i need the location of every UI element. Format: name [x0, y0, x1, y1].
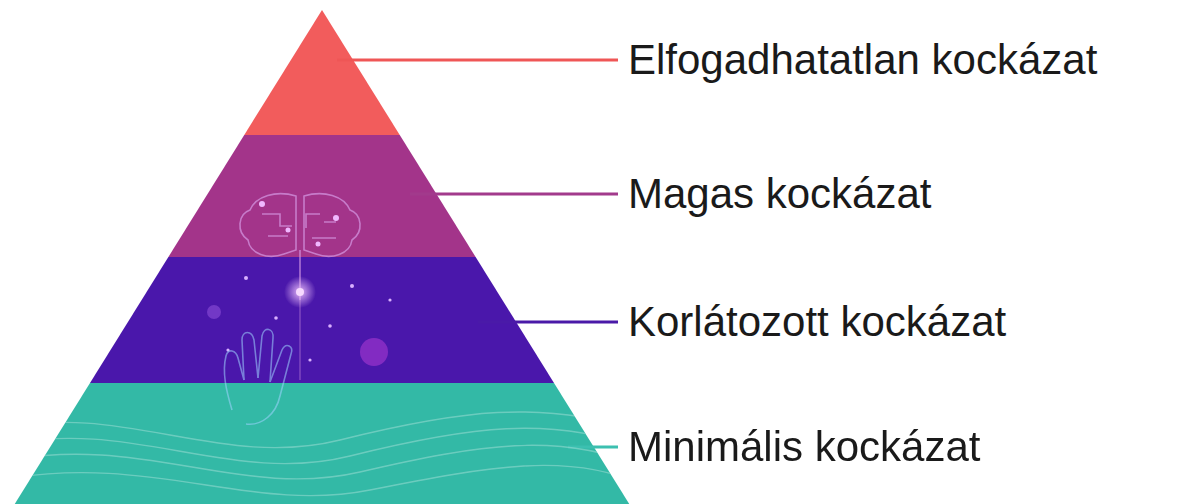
band-fill [244, 10, 400, 135]
band-fill [168, 135, 475, 257]
high-risk-band: Magas kockázat [0, 135, 1181, 257]
hand-icon [224, 329, 291, 424]
risk-level-label: Minimális kockázat [628, 423, 980, 471]
risk-level-label: Korlátozott kockázat [628, 298, 1006, 346]
particle-dots [207, 201, 392, 366]
minimal-risk-band: Minimális kockázat [0, 383, 1181, 504]
unacceptable-risk-band: Elfogadhatatlan kockázat [0, 10, 1181, 135]
limited-risk-band: Korlátozott kockázat [0, 257, 1181, 383]
leader-line [478, 321, 618, 324]
band-fill [90, 257, 554, 383]
leader-line [337, 59, 618, 62]
wave-lines [0, 412, 640, 496]
leader-line [410, 193, 618, 196]
band-shape [0, 383, 1181, 504]
brain-icon [240, 194, 360, 380]
band-fill [15, 383, 630, 504]
band-shape [0, 135, 1181, 257]
leader-line [568, 446, 618, 449]
risk-level-label: Elfogadhatatlan kockázat [628, 36, 1097, 84]
risk-level-label: Magas kockázat [628, 170, 931, 218]
